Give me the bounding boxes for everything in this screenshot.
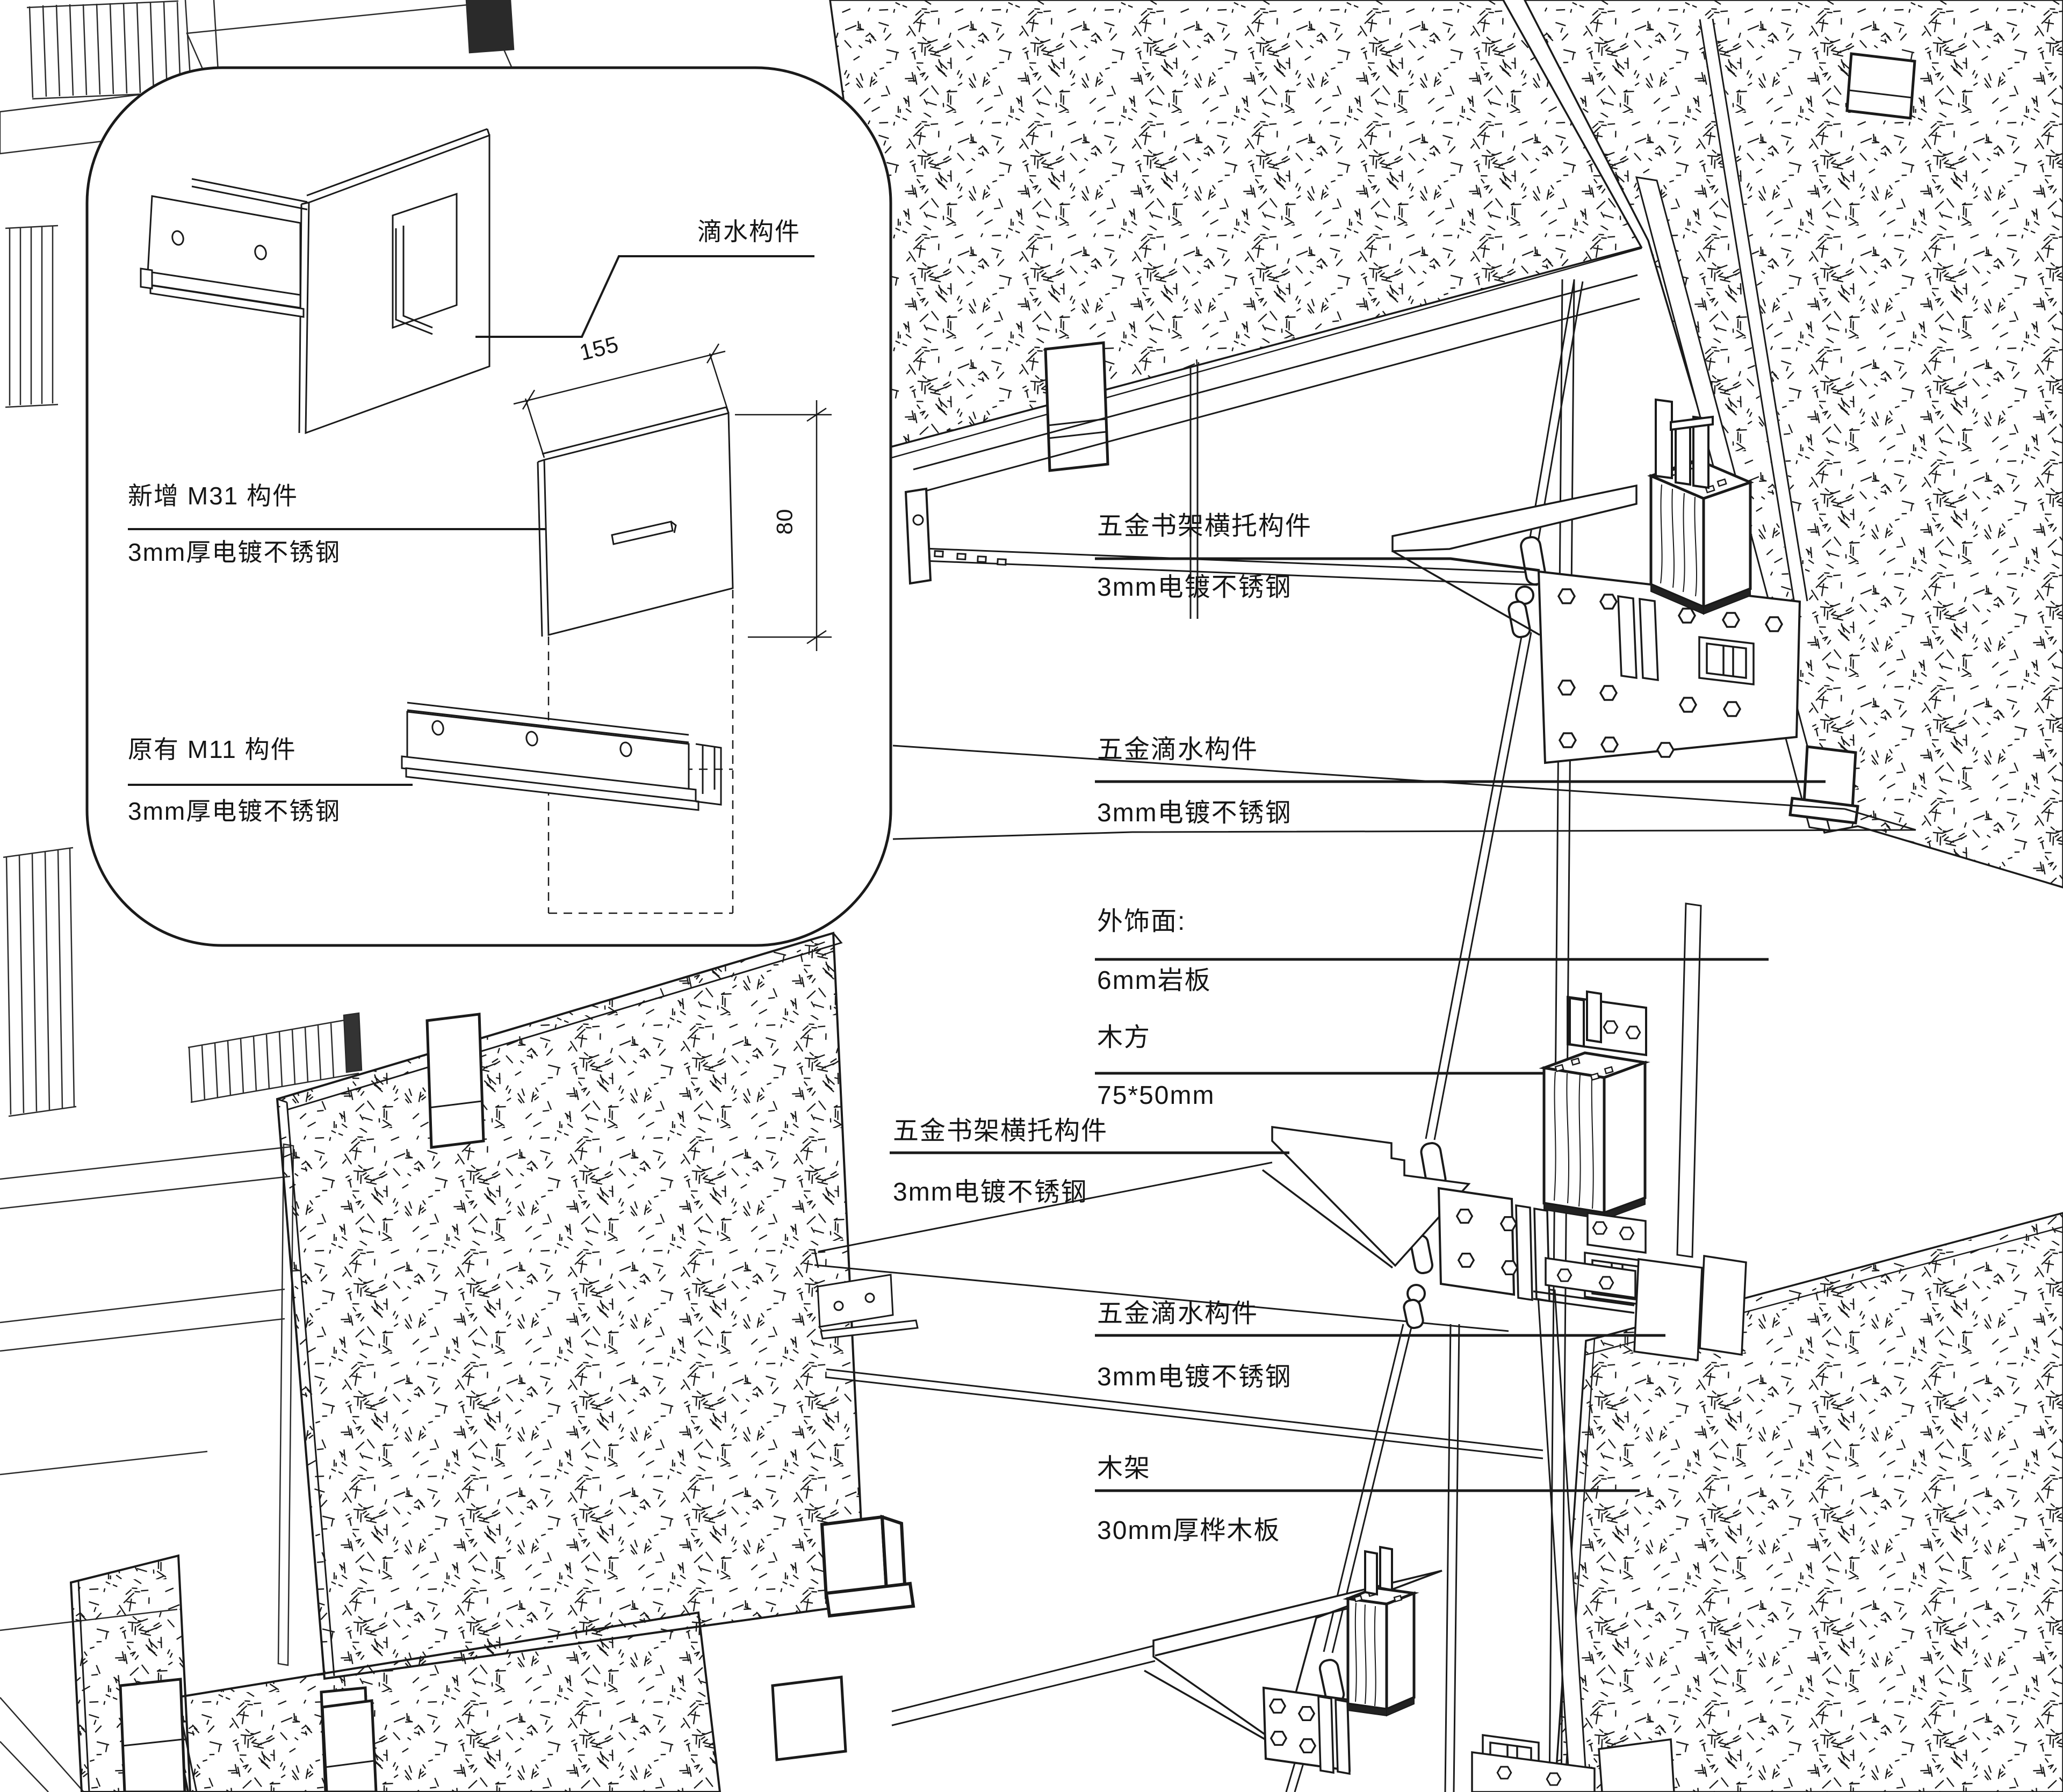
panel-clip-top-center [1044, 341, 1109, 472]
vertical-birch-board-2 [1444, 1324, 1460, 1792]
edge-plate-2 [1639, 597, 1659, 682]
board-bottom-level [891, 1645, 1156, 1726]
assembly-top [1391, 398, 1801, 764]
support-bar-top [910, 547, 1538, 586]
edge-plate-4 [1533, 1207, 1550, 1303]
wood-block-middle [1539, 1051, 1650, 1220]
books-top-left [26, 0, 183, 100]
board-drip-level [892, 745, 1916, 840]
drip-plate-back [1699, 1254, 1747, 1356]
support-bar-end-plate [904, 487, 932, 585]
edge-plate-3 [1515, 1204, 1533, 1302]
board-mid-level [813, 1161, 1509, 1332]
panel-clip-bottom-right [771, 1675, 847, 1761]
wood-block-bottom [1343, 1586, 1419, 1717]
gusset-top [1391, 484, 1638, 552]
gusset-middle [1271, 1125, 1471, 1267]
edge-plate-5 [1317, 1695, 1335, 1774]
leader-bracket-top [1095, 557, 1540, 572]
channel-bracket-top [1655, 398, 1714, 489]
books-lower-left [3, 847, 77, 1117]
inset-leaders [128, 255, 814, 786]
panel-clip-bottom [321, 1699, 378, 1792]
panel-clip-top-right [1845, 52, 1916, 120]
panel-clip-mid-left-top [425, 1013, 485, 1149]
panel-top-center [829, 0, 1643, 449]
panel-edge-strip-mid [1676, 902, 1702, 1258]
assembly-linework [813, 274, 1916, 1792]
inset-callout [85, 66, 892, 947]
inset-drip-drawing [140, 128, 490, 435]
panel-mid-left [276, 931, 867, 1680]
bolt-plate-middle [1437, 1187, 1516, 1296]
board-lower-level [826, 1368, 1543, 1459]
books-left-edge [5, 225, 59, 408]
drip-assembly-bottom [1471, 1738, 1675, 1792]
assembly-bottom [1144, 1545, 1675, 1792]
tie-rod-upper-right [1699, 18, 1808, 604]
dim-80 [735, 400, 832, 651]
inset-m11-drawing [401, 702, 722, 811]
books-mid-row [187, 1012, 363, 1103]
hanger-strip [1189, 365, 1199, 619]
panel-clip-bottom-left [119, 1678, 186, 1792]
edge-plate-6 [1335, 1698, 1351, 1775]
panel-angle-clip-right [820, 1515, 889, 1600]
drip-plate-vertical [1633, 1258, 1703, 1361]
mid-bracket-plate [817, 1274, 919, 1340]
rod-top [1528, 280, 1584, 545]
perforated-plate-top [1537, 570, 1801, 764]
board-top-level [913, 274, 1640, 495]
dim-155 [513, 343, 730, 458]
assembly-middle [1261, 990, 1650, 1307]
callout-leaders [890, 557, 1826, 1492]
slot-box-top [1698, 636, 1755, 685]
edge-plate-1 [1617, 595, 1638, 680]
gusset-bottom [1152, 1570, 1442, 1747]
channel-bracket-bottom [1364, 1545, 1393, 1596]
rod-upper-mid [1425, 631, 1532, 1140]
